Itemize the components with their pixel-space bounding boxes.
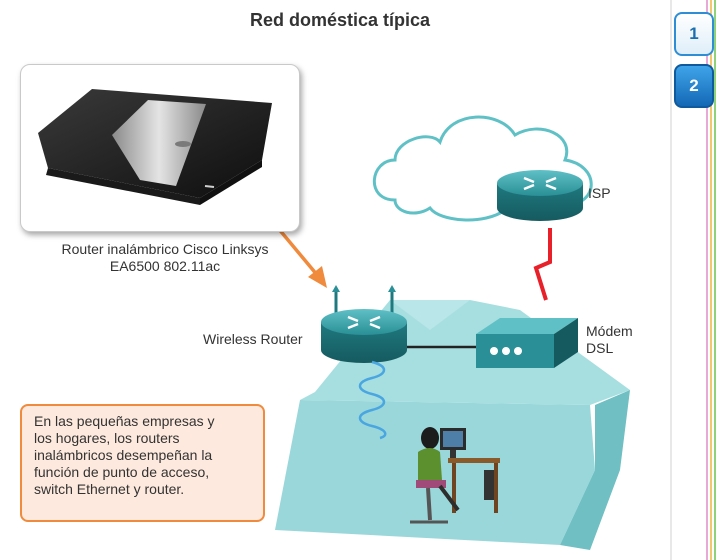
modem-label: Módem DSL [586, 323, 633, 357]
rail-stripe-green [714, 0, 716, 560]
product-caption-line1: Router inalámbrico Cisco Linksys [61, 241, 269, 257]
modem-label-line1: Módem [586, 323, 633, 339]
wireless-signal-coil [358, 360, 387, 440]
note-line5: switch Ethernet y router. [34, 481, 185, 497]
page-title: Red doméstica típica [249, 10, 431, 30]
note-line4: función de punto de acceso, [34, 464, 210, 480]
dsl-modem-icon [476, 318, 578, 368]
rail-stripe-yellow [710, 0, 712, 560]
product-caption-line2: EA6500 802.11ac [109, 258, 221, 274]
product-caption: Router inalámbrico Cisco Linksys EA6500 … [20, 241, 310, 275]
note-line3: inalámbricos desempeñan la [34, 447, 213, 463]
wireless-router-icon [321, 285, 407, 363]
rail-stripe-pink [706, 0, 708, 560]
isp-router-icon [497, 170, 583, 221]
modem-label-line2: DSL [586, 340, 614, 356]
note-line1: En las pequeñas empresas y [34, 413, 215, 429]
step-1-button[interactable]: 1 [674, 12, 714, 56]
pointer-arrow [276, 226, 327, 288]
note-line2: los hogares, los routers [34, 430, 180, 446]
info-note: En las pequeñas empresas y los hogares, … [20, 404, 265, 522]
step-navigation-rail [670, 0, 720, 560]
step-2-button[interactable]: 2 [674, 64, 714, 108]
product-image-overlay [38, 89, 272, 205]
wireless-router-label: Wireless Router [203, 331, 303, 347]
person-at-computer-icon [410, 427, 500, 524]
dsl-link-lightning [533, 228, 552, 301]
rail-divider [670, 0, 672, 560]
isp-label: ISP [588, 185, 611, 201]
